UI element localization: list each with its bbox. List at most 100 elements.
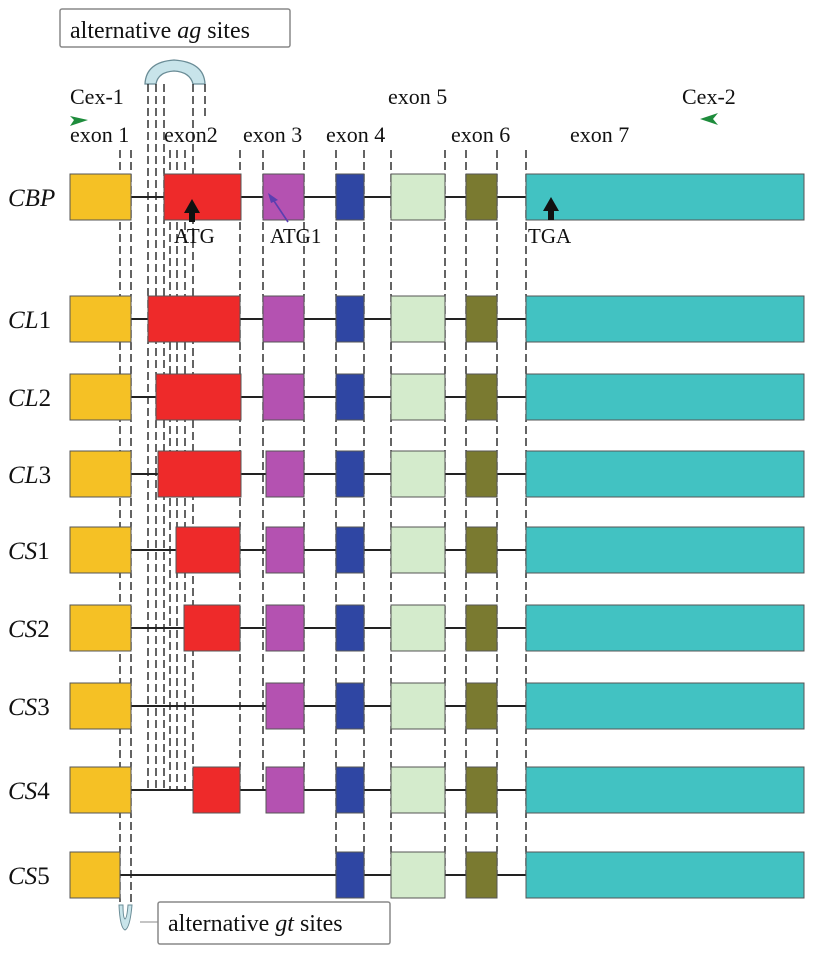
transcript-label-cl3: CL3 (8, 462, 51, 489)
ag-sites-callout: alternative ag sites (59, 8, 291, 85)
gt-callout-prefix: alternative (168, 911, 275, 937)
primer-forward-arrow (70, 116, 88, 126)
transcript-label-cl2: CL2 (8, 385, 51, 412)
tga-arrow (543, 197, 559, 220)
exon-5-block (390, 851, 446, 899)
exon-6-block (465, 766, 498, 814)
atg-arrow (184, 199, 200, 222)
exon-4-block (335, 295, 365, 343)
ag-callout-italic: ag (177, 18, 201, 44)
tga-label: TGA (528, 224, 572, 248)
exon-7-block (525, 373, 805, 421)
exon-3-block (265, 526, 305, 574)
transcript-label-cs5: CS5 (8, 863, 50, 890)
exon-3-block (265, 604, 305, 652)
exon-4-block (335, 682, 365, 730)
site-markers: ATG ATG1 TGA (174, 193, 572, 248)
exon-1-block (69, 851, 121, 899)
primer-reverse-arrow (700, 113, 718, 125)
transcript-label-cs3: CS3 (8, 694, 50, 721)
gt-sites-callout: alternative gt sites (118, 901, 391, 945)
primer-reverse-label: Cex-2 (682, 84, 736, 109)
exon-1-block (69, 373, 132, 421)
exon-1-block (69, 450, 132, 498)
transcript-label-cs2: CS2 (8, 616, 50, 643)
exon-7-block (525, 295, 805, 343)
exon-5-label: exon 5 (388, 84, 447, 109)
exon-4-block (335, 604, 365, 652)
transcript-label-cs1: CS1 (8, 538, 50, 565)
exon-6-block (465, 604, 498, 652)
exon-6-block (465, 682, 498, 730)
exon-5-block (390, 173, 446, 221)
exon-4-block (335, 526, 365, 574)
exon-6-block (465, 173, 498, 221)
exon-3-block (262, 373, 305, 421)
exon-2-block (192, 766, 241, 814)
exon-6-block (465, 295, 498, 343)
svg-text:alternative gt sites: alternative gt sites (168, 911, 343, 937)
exon-1-label: exon 1 (70, 122, 129, 147)
exon-4-block (335, 766, 365, 814)
transcript-label-cs4: CS4 (8, 778, 50, 805)
transcript-label-cl1: CL1 (8, 307, 51, 334)
exon-3-block (262, 173, 305, 221)
exon-1-block (69, 766, 132, 814)
exon-7-block (525, 851, 805, 899)
ag-sites-bracket (144, 59, 206, 85)
exon-1-block (69, 604, 132, 652)
gt-callout-italic: gt (275, 911, 295, 937)
exon-6-block (465, 526, 498, 574)
atg-label: ATG (174, 224, 215, 248)
exon-7-block (525, 450, 805, 498)
gt-callout-suffix: sites (294, 911, 343, 937)
exon-2-label: exon2 (164, 122, 218, 147)
exon-5-block (390, 373, 446, 421)
exon-2-block (155, 373, 242, 421)
ag-callout-prefix: alternative (70, 18, 177, 44)
exon-2-block (157, 450, 242, 498)
exon-3-block (265, 450, 305, 498)
exon-4-block (335, 373, 365, 421)
svg-text:alternative ag sites: alternative ag sites (70, 18, 250, 44)
gt-sites-bracket (118, 904, 133, 931)
exon-7-block (525, 526, 805, 574)
exon-5-block (390, 526, 446, 574)
exon-6-block (465, 450, 498, 498)
exon-6-block (465, 851, 498, 899)
exon-5-block (390, 604, 446, 652)
exon-4-block (335, 173, 365, 221)
exon-6-label: exon 6 (451, 122, 510, 147)
exon-7-block (525, 766, 805, 814)
exon-1-block (69, 526, 132, 574)
ag-callout-suffix: sites (201, 18, 250, 44)
exon-4-block (335, 450, 365, 498)
exon-4-label: exon 4 (326, 122, 385, 147)
exon-3-block (265, 682, 305, 730)
exon-3-block (265, 766, 305, 814)
header-labels: Cex-1 Cex-2 exon 1 exon2 exon 3 exon 4 e… (70, 84, 736, 147)
exon-5-block (390, 450, 446, 498)
exon-1-block (69, 173, 132, 221)
exon-3-block (262, 295, 305, 343)
exon-2-block (183, 604, 241, 652)
exon-6-block (465, 373, 498, 421)
atg1-label: ATG1 (270, 224, 321, 248)
exon-2-block (163, 173, 242, 221)
primer-forward-label: Cex-1 (70, 84, 124, 109)
exon-3-label: exon 3 (243, 122, 302, 147)
atg1-arrowhead (268, 193, 278, 203)
exon-7-block (525, 682, 805, 730)
exon-2-block (147, 295, 241, 343)
exon-1-block (69, 295, 132, 343)
transcript-label-cbp: CBP (8, 185, 55, 212)
exon-5-block (390, 766, 446, 814)
exon-7-block (525, 173, 805, 221)
atg1-arrow (271, 197, 289, 223)
exon-1-block (69, 682, 132, 730)
exon-2-block (175, 526, 241, 574)
exon-4-block (335, 851, 365, 899)
exon-5-block (390, 295, 446, 343)
